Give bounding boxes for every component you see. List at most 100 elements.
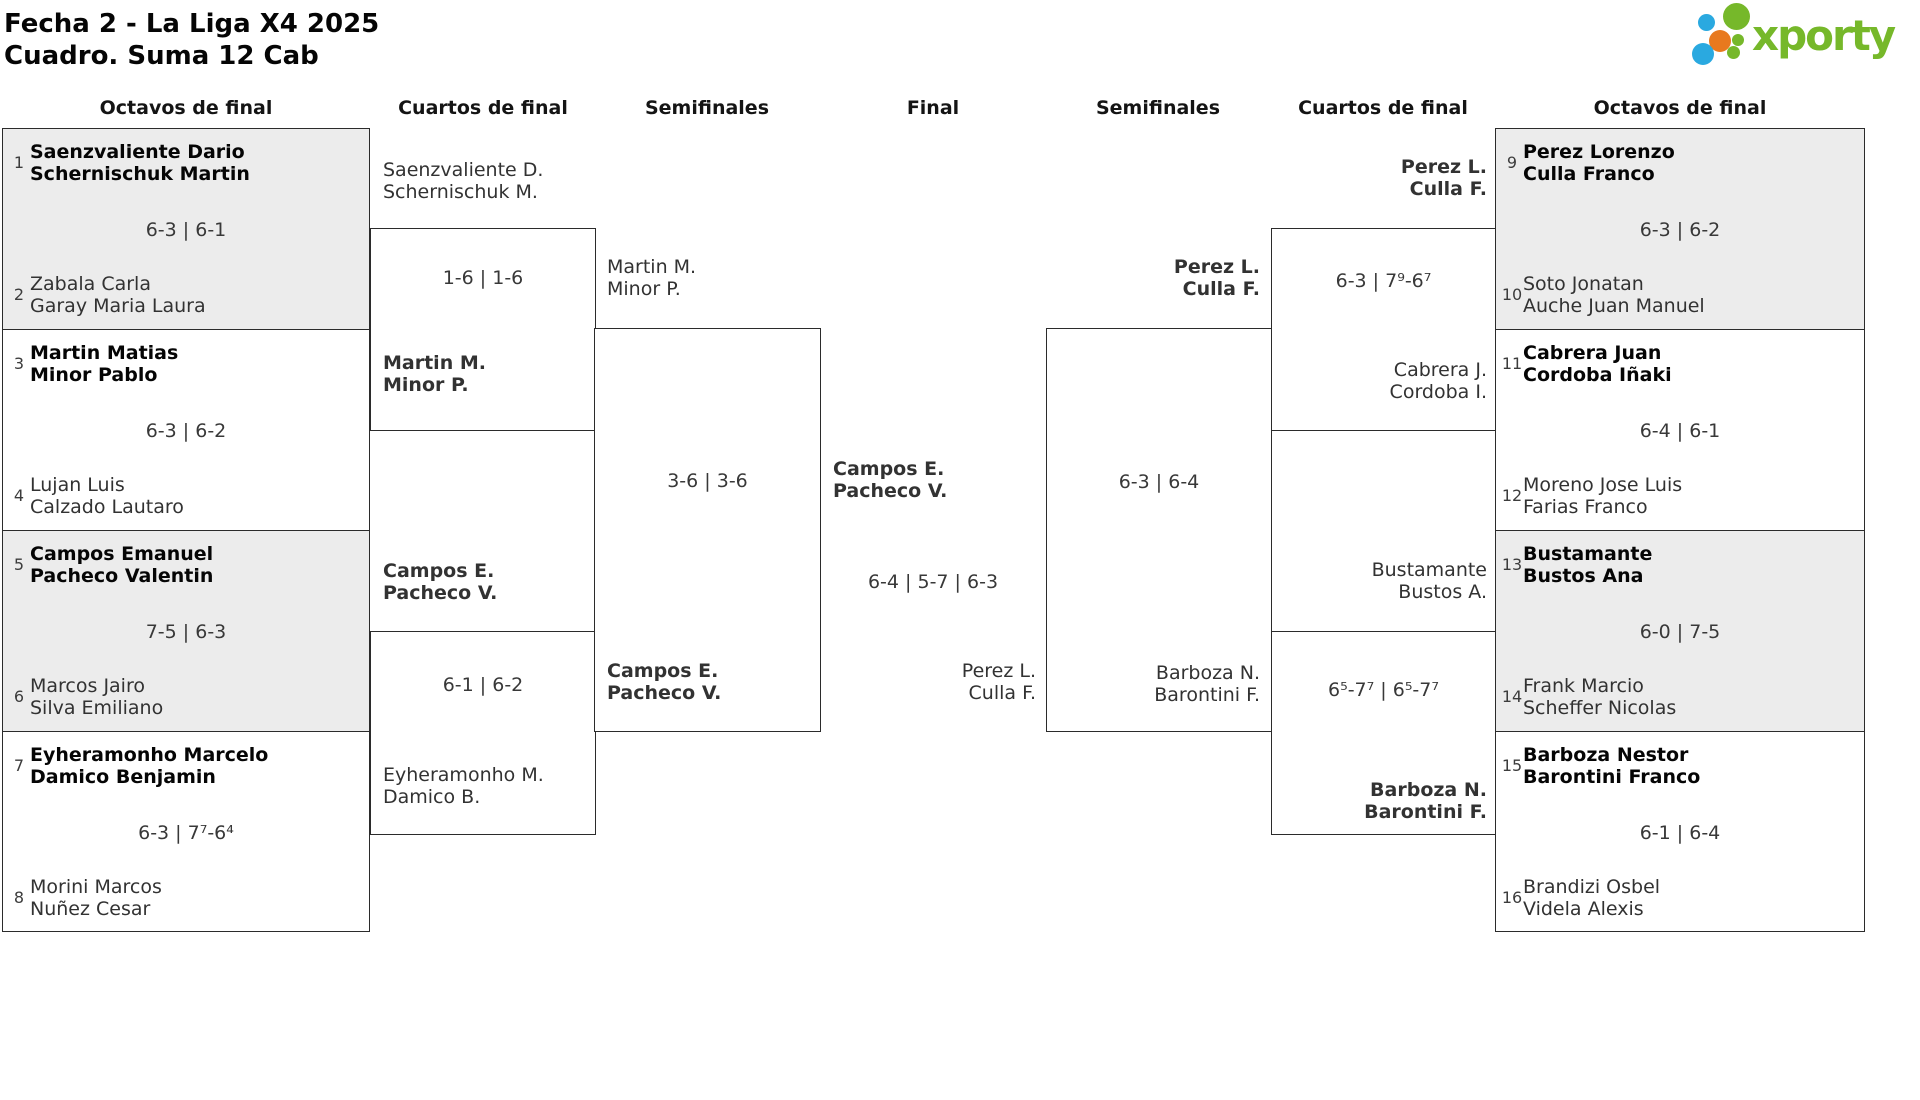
player-line: Schernischuk Martin — [30, 163, 250, 185]
player-line: Scheffer Nicolas — [1523, 697, 1677, 719]
player-line: Culla Franco — [1523, 163, 1655, 185]
player-line: Martin M. — [383, 352, 486, 374]
seed-number: 5 — [13, 555, 25, 574]
match-box-qf-r2 — [1271, 631, 1496, 835]
match-score: 6-3 | 6-2 — [145, 420, 227, 442]
team-name-winner: Campos E. Pacheco V. — [607, 660, 721, 704]
player-line: Bustamante — [1371, 559, 1487, 581]
team-name-winner: Eyheramonho Marcelo Damico Benjamin — [30, 744, 268, 788]
match-box-oct-r4: 15 Barboza Nestor Barontini Franco 6-1 |… — [1495, 731, 1865, 932]
match-box-oct-r2: 11 Cabrera Juan Cordoba Iñaki 6-4 | 6-1 … — [1495, 329, 1865, 531]
team-name-winner: Martin Matias Minor Pablo — [30, 342, 178, 386]
team-name: Brandizi Osbel Videla Alexis — [1523, 876, 1660, 920]
player-line: Soto Jonatan — [1523, 273, 1644, 295]
player-line: Moreno Jose Luis — [1523, 474, 1683, 496]
player-line: Calzado Lautaro — [30, 496, 184, 518]
player-line: Pacheco Valentin — [30, 565, 214, 587]
logo-dot-green-tiny-right — [1732, 34, 1744, 46]
player-line: Cabrera J. — [1393, 359, 1487, 381]
player-line: Pacheco V. — [833, 480, 948, 502]
match-box-oct-l3: 5 Campos Emanuel Pacheco Valentin 7-5 | … — [2, 530, 370, 732]
match-score: 6-3 | 7⁷-6⁴ — [138, 822, 234, 844]
player-line: Zabala Carla — [30, 273, 151, 295]
team-name: Saenzvaliente D. Schernischuk M. — [383, 159, 543, 203]
player-line: Farias Franco — [1523, 496, 1648, 518]
player-line: Barboza N. — [1155, 662, 1260, 684]
team-name: Moreno Jose Luis Farias Franco — [1523, 474, 1682, 518]
seed-number: 1 — [13, 153, 25, 172]
match-score: 6-3 | 7⁹-6⁷ — [1335, 270, 1432, 292]
player-line: Eyheramonho M. — [383, 764, 544, 786]
player-line: Cordoba Iñaki — [1523, 364, 1672, 386]
match-score: 6-4 | 5-7 | 6-3 — [867, 571, 999, 593]
round-header-semis-left: Semifinales — [644, 97, 770, 119]
team-name-winner: Perez Lorenzo Culla Franco — [1523, 141, 1675, 185]
seed-number: 10 — [1501, 285, 1523, 304]
match-score: 6-3 | 6-1 — [145, 219, 227, 241]
player-line: Minor P. — [383, 374, 469, 396]
player-line: Bustamante — [1523, 543, 1653, 565]
round-header-cuartos-left: Cuartos de final — [398, 97, 568, 119]
page-title-line1: Fecha 2 - La Liga X4 2025 — [4, 9, 380, 39]
player-line: Bustos Ana — [1523, 565, 1644, 587]
team-name-winner: Saenzvaliente Dario Schernischuk Martin — [30, 141, 250, 185]
player-line: Culla F. — [968, 682, 1036, 704]
player-line: Barontini F. — [1154, 684, 1260, 706]
seed-number: 4 — [13, 486, 25, 505]
player-line: Culla F. — [1409, 178, 1487, 200]
seed-number: 15 — [1501, 756, 1523, 775]
seed-number: 14 — [1501, 687, 1523, 706]
player-line: Campos E. — [607, 660, 719, 682]
team-name: Cabrera J. Cordoba I. — [1271, 359, 1487, 403]
seed-number: 12 — [1501, 486, 1523, 505]
match-box-oct-l1: 1 Saenzvaliente Dario Schernischuk Marti… — [2, 128, 370, 330]
player-line: Bustos A. — [1398, 581, 1487, 603]
player-line: Barontini Franco — [1523, 766, 1701, 788]
match-score: 6-0 | 7-5 — [1639, 621, 1721, 643]
logo-wordmark: xporty — [1752, 11, 1896, 60]
team-name-winner: Campos E. Pacheco V. — [383, 560, 497, 604]
player-line: Campos E. — [833, 458, 945, 480]
player-line: Barboza N. — [1370, 779, 1487, 801]
round-header-cuartos-right: Cuartos de final — [1298, 97, 1468, 119]
player-line: Barboza Nestor — [1523, 744, 1689, 766]
match-score: 6⁵-7⁷ | 6⁵-7⁷ — [1327, 679, 1439, 701]
round-header-semis-right: Semifinales — [1095, 97, 1221, 119]
player-line: Perez L. — [961, 660, 1036, 682]
team-name-winner: Perez L. Culla F. — [1271, 156, 1487, 200]
logo-dot-blue-large — [1692, 43, 1714, 65]
player-line: Saenzvaliente Dario — [30, 141, 245, 163]
match-box-qf-l1 — [370, 228, 596, 431]
team-name-winner: Campos Emanuel Pacheco Valentin — [30, 543, 213, 587]
player-line: Auche Juan Manuel — [1523, 295, 1705, 317]
player-line: Barontini F. — [1364, 801, 1487, 823]
match-score: 6-3 | 6-4 — [1118, 471, 1200, 493]
player-line: Marcos Jairo — [30, 675, 145, 697]
match-box-oct-r1: 9 Perez Lorenzo Culla Franco 6-3 | 6-2 1… — [1495, 128, 1865, 330]
team-name-winner: Bustamante Bustos Ana — [1523, 543, 1652, 587]
player-line: Saenzvaliente D. — [383, 159, 544, 181]
seed-number: 7 — [13, 756, 25, 775]
player-line: Culla F. — [1182, 278, 1260, 300]
match-score: 6-1 | 6-2 — [442, 674, 524, 696]
player-line: Martin M. — [607, 256, 697, 278]
seed-number: 13 — [1501, 555, 1523, 574]
player-line: Morini Marcos — [30, 876, 162, 898]
player-line: Perez L. — [1173, 256, 1260, 278]
team-name: Marcos Jairo Silva Emiliano — [30, 675, 163, 719]
player-line: Cordoba I. — [1389, 381, 1487, 403]
player-line: Perez L. — [1400, 156, 1487, 178]
round-header-octavos-left: Octavos de final — [99, 97, 273, 119]
team-name-winner: Barboza Nestor Barontini Franco — [1523, 744, 1700, 788]
team-name-winner: Barboza N. Barontini F. — [1271, 779, 1487, 823]
match-box-oct-r3: 13 Bustamante Bustos Ana 6-0 | 7-5 14 Fr… — [1495, 530, 1865, 732]
match-box-sf-r — [1046, 328, 1272, 732]
match-score: 1-6 | 1-6 — [442, 267, 524, 289]
team-name: Martin M. Minor P. — [607, 256, 696, 300]
team-name-winner: Martin M. Minor P. — [383, 352, 486, 396]
player-line: Cabrera Juan — [1523, 342, 1662, 364]
match-score: 6-1 | 6-4 — [1639, 822, 1721, 844]
player-line: Schernischuk M. — [383, 181, 538, 203]
team-name-winner: Perez L. Culla F. — [1046, 256, 1260, 300]
